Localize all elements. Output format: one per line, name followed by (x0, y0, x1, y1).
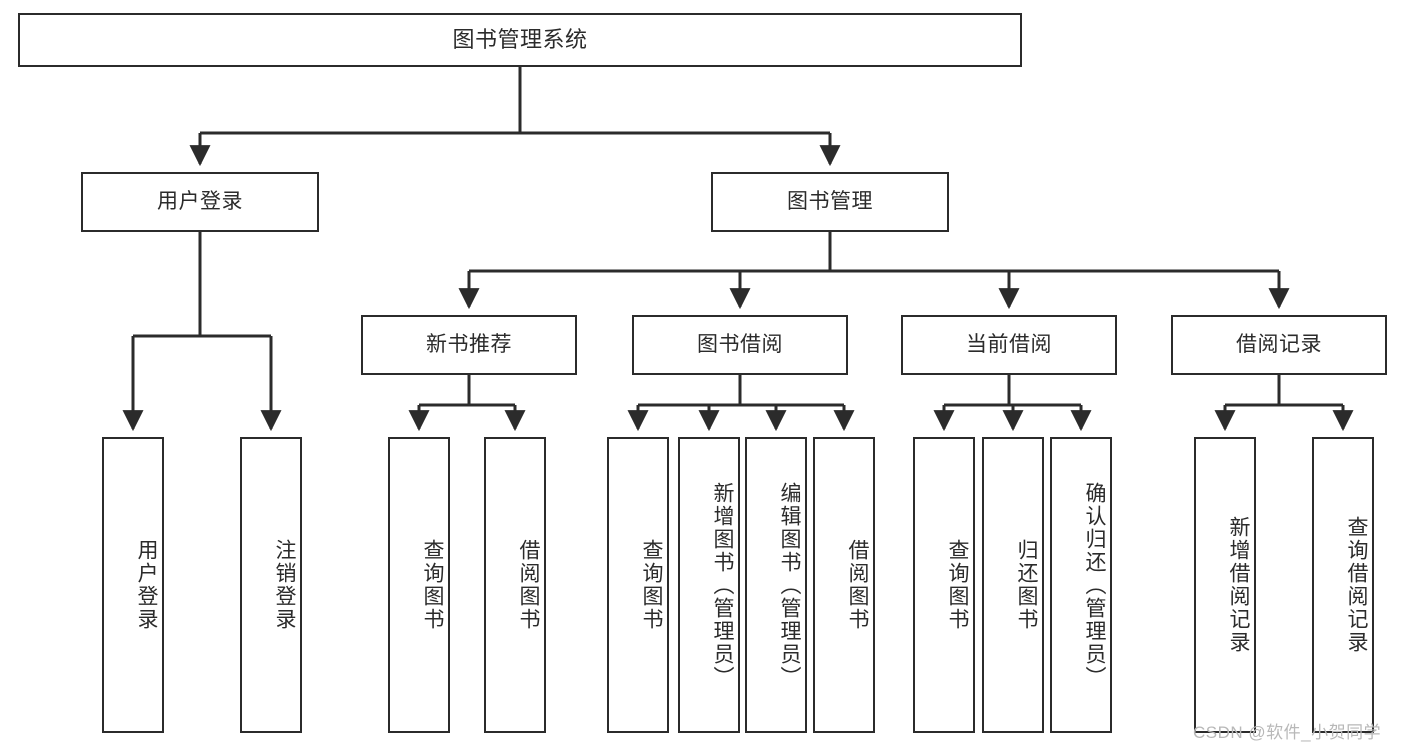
node-leaf-query-book[interactable]: 查询图书 (607, 437, 669, 733)
node-current-borrow[interactable]: 当前借阅 (901, 315, 1117, 375)
node-label: 查询图书 (946, 539, 969, 631)
node-leaf-confirm-return[interactable]: 确认归还（管理员） (1050, 437, 1112, 733)
node-book-management[interactable]: 图书管理 (711, 172, 949, 232)
node-label: 借阅图书 (517, 539, 540, 631)
node-leaf-edit-book[interactable]: 编辑图书（管理员） (745, 437, 807, 733)
node-label: 查询图书 (640, 539, 663, 631)
node-leaf-user-login[interactable]: 用户登录 (102, 437, 164, 733)
node-label: 借阅图书 (846, 539, 869, 631)
node-label: 查询图书 (421, 539, 444, 631)
node-label: 确认归还（管理员） (1083, 481, 1106, 689)
node-leaf-query-borrow-record[interactable]: 查询借阅记录 (1312, 437, 1374, 733)
node-borrow-record[interactable]: 借阅记录 (1171, 315, 1387, 375)
node-book-borrow[interactable]: 图书借阅 (632, 315, 848, 375)
node-leaf-user-logout[interactable]: 注销登录 (240, 437, 302, 733)
node-new-book-recommend[interactable]: 新书推荐 (361, 315, 577, 375)
node-label: 查询借阅记录 (1345, 516, 1368, 654)
node-leaf-return-book[interactable]: 归还图书 (982, 437, 1044, 733)
node-label: 注销登录 (273, 539, 296, 631)
watermark: CSDN @软件_小贺同学 (1193, 723, 1382, 742)
node-leaf-borrow-book[interactable]: 借阅图书 (813, 437, 875, 733)
node-leaf-add-borrow-record[interactable]: 新增借阅记录 (1194, 437, 1256, 733)
node-leaf-borrow-book-recommend[interactable]: 借阅图书 (484, 437, 546, 733)
node-root[interactable]: 图书管理系统 (18, 13, 1022, 67)
node-leaf-add-book[interactable]: 新增图书（管理员） (678, 437, 740, 733)
node-leaf-query-book-recommend[interactable]: 查询图书 (388, 437, 450, 733)
node-label: 新增借阅记录 (1227, 516, 1250, 654)
node-label: 新增图书（管理员） (711, 481, 734, 689)
node-leaf-query-book-current[interactable]: 查询图书 (913, 437, 975, 733)
node-label: 用户登录 (135, 539, 158, 631)
node-user-login[interactable]: 用户登录 (81, 172, 319, 232)
node-label: 编辑图书（管理员） (778, 481, 801, 689)
node-label: 归还图书 (1015, 539, 1038, 631)
